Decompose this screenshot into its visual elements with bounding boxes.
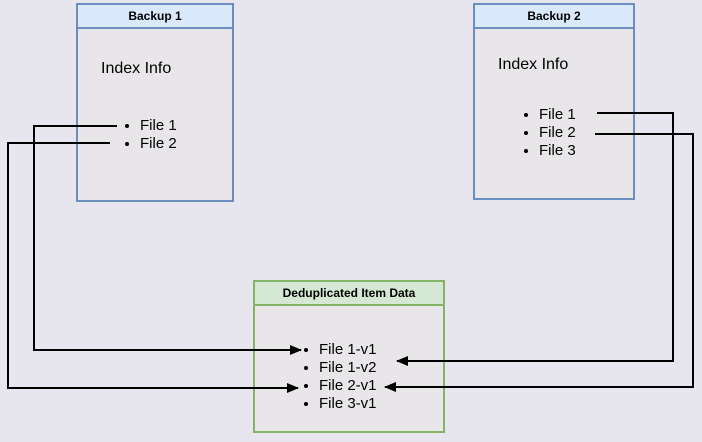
backup1-file-list: File 1 File 2 [78,117,177,153]
list-item-dedup-file3v1: File 3-v1 [319,395,377,413]
list-item-backup2-file1: File 1 [539,106,576,124]
list-item-dedup-file1v2: File 1-v2 [319,359,377,377]
backup2-title: Backup 2 [475,5,633,29]
list-item-backup2-file3: File 3 [539,142,576,160]
dedup-file-list: File 1-v1 File 1-v2 File 2-v1 File 3-v1 [255,341,377,413]
backup1-subtitle: Index Info [101,60,172,77]
dedup-title: Deduplicated Item Data [255,282,443,306]
list-item-backup1-file2: File 2 [140,135,177,153]
backup2-subtitle: Index Info [498,56,569,73]
backup1-title: Backup 1 [78,5,232,29]
list-item-dedup-file1v1: File 1-v1 [319,341,377,359]
list-item-backup2-file2: File 2 [539,124,576,142]
node-backup1: Backup 1 Index Info File 1 File 2 [76,3,234,202]
node-deduplicated-item-data: Deduplicated Item Data File 1-v1 File 1-… [253,280,445,433]
list-item-dedup-file2v1: File 2-v1 [319,377,377,395]
node-backup2: Backup 2 Index Info File 1 File 2 File 3 [473,3,635,200]
backup2-file-list: File 1 File 2 File 3 [475,106,576,160]
list-item-backup1-file1: File 1 [140,117,177,135]
